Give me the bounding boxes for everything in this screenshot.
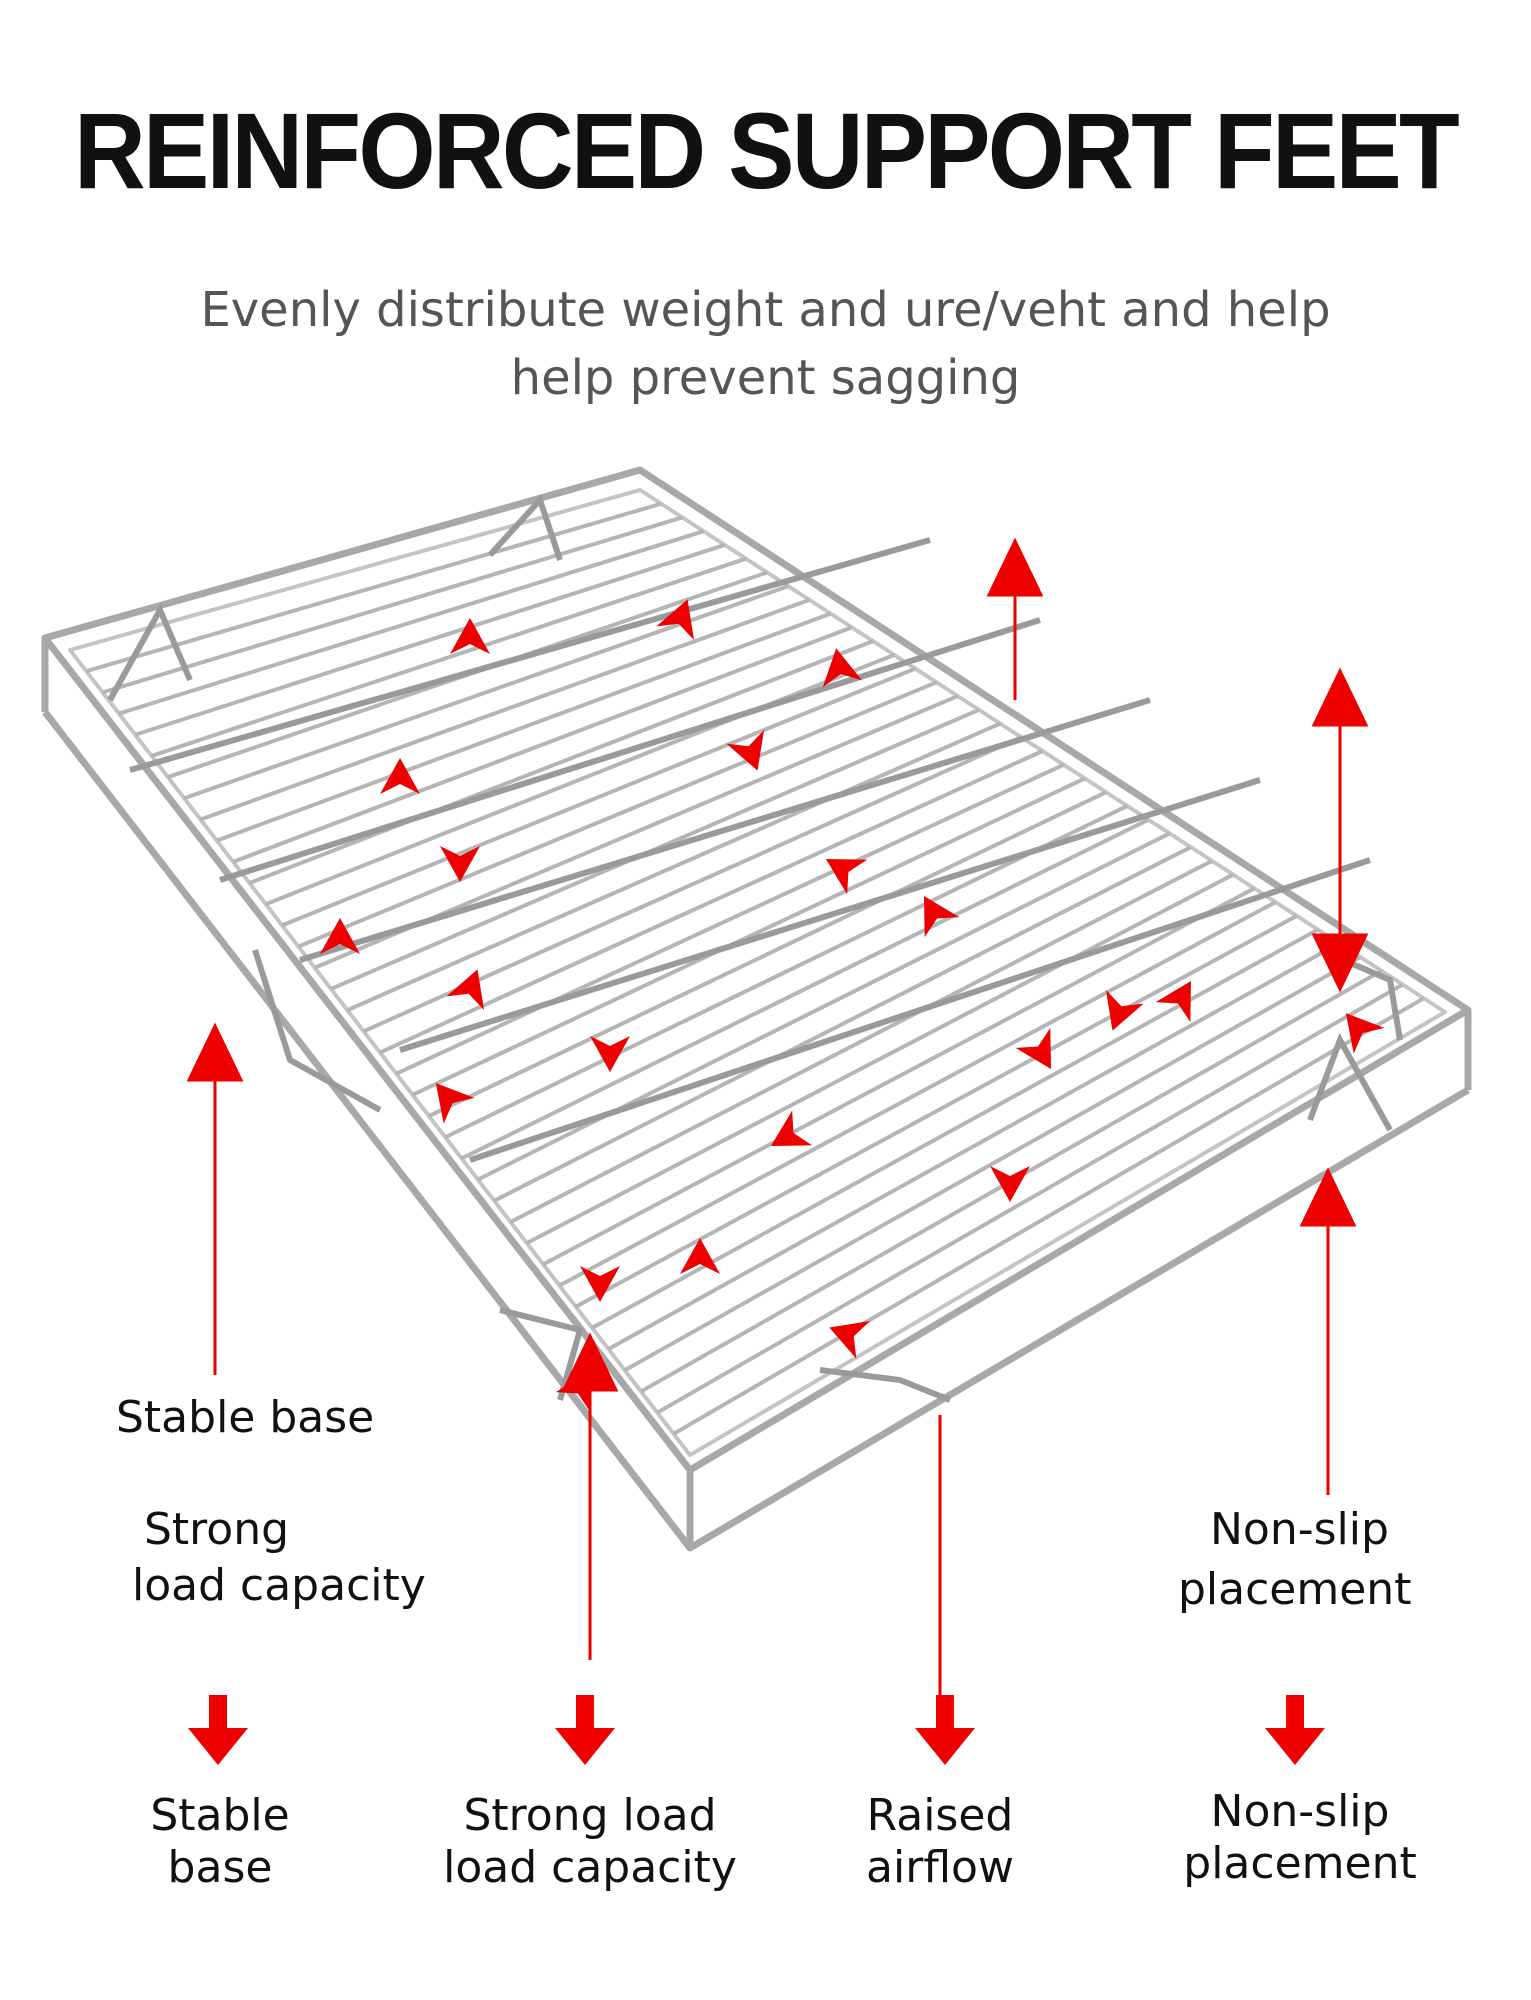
red-arrow-icon xyxy=(822,648,863,688)
bottom-label-3-line2: airflow xyxy=(866,1842,1014,1893)
red-arrow-icon xyxy=(829,1320,870,1359)
callout-arrows xyxy=(186,537,1369,1700)
red-arrow-icon xyxy=(590,1036,630,1072)
rack-bar xyxy=(118,529,705,716)
red-arrow-up-icon xyxy=(986,537,1044,597)
bottom-label-1-line2: base xyxy=(167,1842,273,1893)
rack-bar xyxy=(102,515,683,695)
rack-bar xyxy=(428,790,1107,1118)
rack-bar xyxy=(476,831,1171,1182)
bottom-label-4: Non-slip placement xyxy=(1150,1786,1450,1890)
bottom-label-1-line1: Stable xyxy=(150,1790,290,1841)
rack-bar xyxy=(509,859,1213,1224)
red-arrow-icon xyxy=(680,1238,720,1274)
red-arrow-icon xyxy=(924,895,960,938)
rack-bar xyxy=(216,611,832,843)
page-title: REINFORCED SUPPORT FEET xyxy=(74,90,1460,211)
red-arrow-icon xyxy=(770,1110,813,1146)
rack-arrows xyxy=(320,599,1385,1413)
callout-strong-line1: Strong xyxy=(144,1504,290,1555)
rack-bar xyxy=(265,652,895,907)
red-arrow-down-icon xyxy=(1265,1695,1325,1765)
rack-bar xyxy=(672,996,1425,1436)
red-arrow-icon xyxy=(1015,1027,1051,1070)
rack-bar xyxy=(297,680,938,949)
red-arrow-icon xyxy=(440,846,480,882)
callout-strong-line2: load capacity xyxy=(132,1560,426,1611)
red-arrow-icon xyxy=(450,618,490,654)
red-arrow-icon xyxy=(1345,1013,1385,1054)
subtitle-line-1: Evenly distribute weight and ure/veht an… xyxy=(200,282,1331,338)
red-arrow-icon xyxy=(580,1266,620,1302)
bottom-arrow-row xyxy=(188,1695,1325,1765)
rack-bar xyxy=(199,598,811,822)
red-arrow-up-icon xyxy=(1299,1167,1357,1227)
red-arrow-down-icon xyxy=(555,1695,615,1765)
red-arrow-down-icon xyxy=(915,1695,975,1765)
red-arrow-icon xyxy=(320,918,360,954)
rack-bar xyxy=(656,982,1404,1415)
red-arrow-icon xyxy=(380,758,420,794)
bottom-label-3-line1: Raised xyxy=(866,1790,1014,1841)
rack-bar xyxy=(542,886,1256,1267)
rack-frame xyxy=(41,466,1472,1552)
red-arrow-icon xyxy=(656,599,695,640)
red-arrow-up-icon xyxy=(186,1022,244,1082)
rack-bar xyxy=(379,749,1044,1055)
rack-bar xyxy=(248,639,874,885)
bottom-label-4-line2: placement xyxy=(1183,1838,1417,1889)
rack-bar xyxy=(134,543,726,737)
bottom-label-4-line1: Non-slip xyxy=(1210,1786,1390,1837)
rack-bar xyxy=(395,762,1065,1076)
red-arrow-down-icon xyxy=(188,1695,248,1765)
rack-bar xyxy=(460,817,1150,1161)
rack-bar xyxy=(623,955,1362,1373)
red-arrow-icon xyxy=(726,730,765,771)
rack-bar xyxy=(150,556,747,758)
rack-bar xyxy=(607,941,1341,1351)
red-arrow-icon xyxy=(446,969,485,1010)
rack-crossbars xyxy=(129,537,1371,1163)
red-arrow-up-icon xyxy=(1311,667,1369,727)
callout-nonslip-line1: Non-slip xyxy=(1210,1504,1389,1555)
red-arrow-icon xyxy=(1105,990,1144,1031)
bottom-label-2-line1: Strong load xyxy=(463,1790,717,1841)
red-arrow-up-icon xyxy=(561,1332,619,1392)
bottom-label-2-line2: load capacity xyxy=(443,1842,737,1893)
rack-bar xyxy=(558,900,1277,1288)
red-arrow-icon xyxy=(990,1166,1030,1202)
bottom-label-1: Stable base xyxy=(100,1790,340,1894)
red-arrow-icon xyxy=(1155,980,1191,1023)
rack-bar xyxy=(346,721,1001,1012)
red-arrow-down-icon xyxy=(1311,933,1369,993)
rack-bar xyxy=(85,501,662,674)
rack-bar xyxy=(281,666,917,928)
subtitle-line-2: help prevent sagging xyxy=(510,350,1021,406)
rack-bar xyxy=(591,927,1319,1330)
bottom-label-2: Strong load load capacity xyxy=(420,1790,760,1894)
rack-bar xyxy=(525,872,1235,1245)
rack-bar xyxy=(574,914,1298,1309)
rack-bar xyxy=(411,776,1086,1097)
rack-grid xyxy=(85,501,1425,1436)
callout-nonslip-line2: placement xyxy=(1178,1564,1412,1615)
rack-bar xyxy=(444,804,1129,1140)
rack-bar xyxy=(232,625,853,864)
callout-stable-base: Stable base xyxy=(116,1392,375,1443)
red-arrow-icon xyxy=(825,859,868,895)
rack-bar xyxy=(493,845,1192,1203)
bottom-label-3: Raised airflow xyxy=(820,1790,1060,1894)
red-arrow-icon xyxy=(435,1083,475,1124)
